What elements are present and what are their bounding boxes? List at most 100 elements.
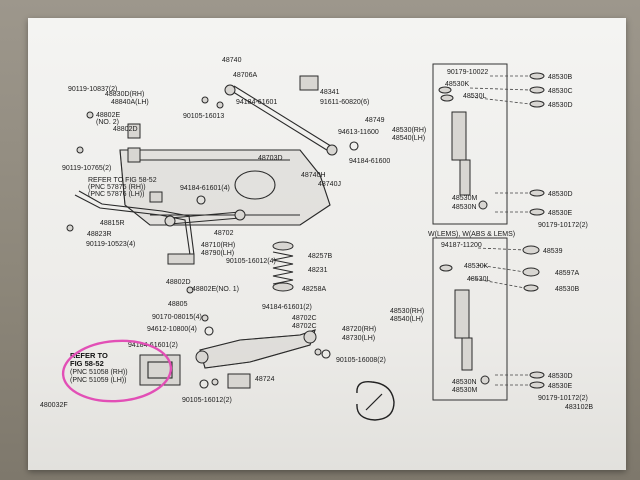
label-48530c: 48530C: [548, 88, 573, 95]
shock-absorber-upper: [438, 86, 488, 210]
label-90105-a: 90105-16013: [183, 113, 224, 120]
label-48530d: 48530D: [548, 102, 573, 109]
lateral-link: [164, 209, 246, 227]
label-48341: 48341: [320, 89, 340, 96]
label-48702c-2: 48702C: [292, 323, 317, 330]
label-refer1c: (PNC 57876 (LH)): [88, 191, 144, 198]
label-48530b-2: 48530B: [555, 286, 579, 293]
label-48702: 48702: [214, 230, 234, 237]
fasteners: [66, 75, 322, 386]
label-48530l-2: 48530L: [467, 276, 490, 283]
w-markers: [196, 141, 359, 389]
label-48530e-2: 48530E: [548, 383, 572, 390]
brake-caliper: [139, 354, 181, 386]
label-94612: 94612-10800(4): [147, 326, 197, 333]
label-48530k: 48530K: [445, 81, 469, 88]
label-refer1a: REFER TO FIG 58-52: [88, 177, 157, 184]
label-94184-b: 94184-61601(4): [180, 185, 230, 192]
label-no1: (NO. 1): [216, 286, 239, 293]
label-48530m: 48530M: [452, 195, 477, 202]
label-48823r: 48823R: [87, 231, 112, 238]
label-48539: 48539: [543, 248, 563, 255]
label-48540lh-2: 48540(LH): [390, 316, 423, 323]
coil-spring: [272, 241, 294, 292]
label-48530b: 48530B: [548, 74, 572, 81]
label-no2: (NO. 2): [96, 119, 119, 126]
label-48530l: 48530L: [463, 93, 486, 100]
loose-parts-right: [522, 72, 545, 389]
label-90119-c: 90119-10523(4): [86, 241, 135, 248]
label-48724: 48724: [255, 376, 275, 383]
pen-scribble: [356, 381, 395, 421]
label-48802e: 48802E: [96, 112, 120, 119]
label-94187: 94187-11200: [441, 242, 482, 249]
label-94184-c: 94184-61601(2): [262, 304, 312, 311]
label-90119-b: 90119-10765(2): [62, 165, 111, 172]
axle-housing: [119, 149, 331, 226]
label-48740: 48740: [222, 57, 242, 64]
label-90179-a: 90179-10022: [447, 69, 488, 76]
label-48530n: 48530N: [452, 204, 477, 211]
label-90119-a: 90119-10837(2): [68, 86, 117, 93]
label-48790: 48790(LH): [201, 250, 234, 257]
stabilizer-bar: [74, 190, 195, 265]
label-refer2c: (PNC 51058 (RH)): [70, 369, 128, 376]
label-48710: 48710(RH): [201, 242, 235, 249]
label-48706a: 48706A: [233, 72, 257, 79]
label-code2: 483102B: [565, 404, 593, 411]
label-90179-b: 90179-10172(2): [538, 222, 588, 229]
label-code1: 480032F: [40, 402, 68, 409]
shock-box-lower: [432, 237, 508, 401]
label-90105-b: 90105-16012(4): [226, 258, 276, 265]
label-refer2b: FIG 58-52: [70, 359, 104, 368]
label-48840a: 48840A(LH): [111, 99, 149, 106]
label-48530n-2: 48530N: [452, 379, 477, 386]
label-48530m-2: 48530M: [452, 387, 477, 394]
shock-absorber-lower: [439, 264, 490, 385]
label-48730: 48730(LH): [342, 335, 375, 342]
label-48815r: 48815R: [100, 220, 125, 227]
label-90105-d: 90105-16012(2): [182, 397, 232, 404]
label-48749: 48749: [365, 117, 385, 124]
label-94184-a: 94184-61601: [236, 99, 277, 106]
label-refer2a: REFER TO: [70, 351, 108, 360]
label-48530k-2: 48530K: [464, 263, 488, 270]
label-refer1b: (PNC 57875 (RH)): [88, 184, 146, 191]
label-48540lh: 48540(LH): [392, 135, 425, 142]
pen-stroke: [365, 393, 383, 411]
label-48802d-a: 48802D: [166, 279, 191, 286]
label-91611: 91611-60820(6): [320, 99, 369, 106]
label-48530e: 48530E: [548, 210, 572, 217]
label-90179-c: 90179-10172(2): [538, 395, 588, 402]
label-90105-c: 90105-16008(2): [336, 357, 386, 364]
label-48530rh-2: 48530(RH): [390, 308, 424, 315]
label-48257b: 48257B: [308, 253, 332, 260]
label-48805: 48805: [168, 301, 188, 308]
parts-diagram-sheet: [28, 18, 626, 470]
label-48530rh: 48530(RH): [392, 127, 426, 134]
label-48530d-2: 48530D: [548, 191, 573, 198]
label-48258a: 48258A: [302, 286, 326, 293]
label-48702c-1: 48702C: [292, 315, 317, 322]
label-94184-e: 94184-61600: [349, 158, 390, 165]
label-94184-d: 94184-61601(2): [128, 342, 178, 349]
label-48802e-a: 48802E: [192, 286, 216, 293]
highlight-circle: [61, 339, 173, 403]
label-48720: 48720(RH): [342, 326, 376, 333]
part-labels: 48740 48706A 48341 91611-60820(6) 94184-…: [40, 57, 593, 411]
label-90170: 90170-08015(4): [152, 314, 202, 321]
label-48740h: 48740H: [301, 172, 326, 179]
label-48802d: 48802D: [113, 126, 138, 133]
label-wlems: W(LEMS), W(ABS & LEMS): [428, 231, 515, 238]
lower-control-arm: [195, 329, 317, 389]
label-48740j: 48740J: [318, 181, 341, 188]
label-48830d: 48830D(RH): [105, 91, 144, 98]
label-refer2d: (PNC 51059 (LH)): [70, 377, 126, 384]
leader-lines: [469, 75, 531, 386]
label-48530d-3: 48530D: [548, 373, 573, 380]
shock-box-upper: [432, 63, 508, 225]
label-48703d: 48703D: [258, 155, 283, 162]
label-48597a: 48597A: [555, 270, 579, 277]
label-48231: 48231: [308, 267, 328, 274]
